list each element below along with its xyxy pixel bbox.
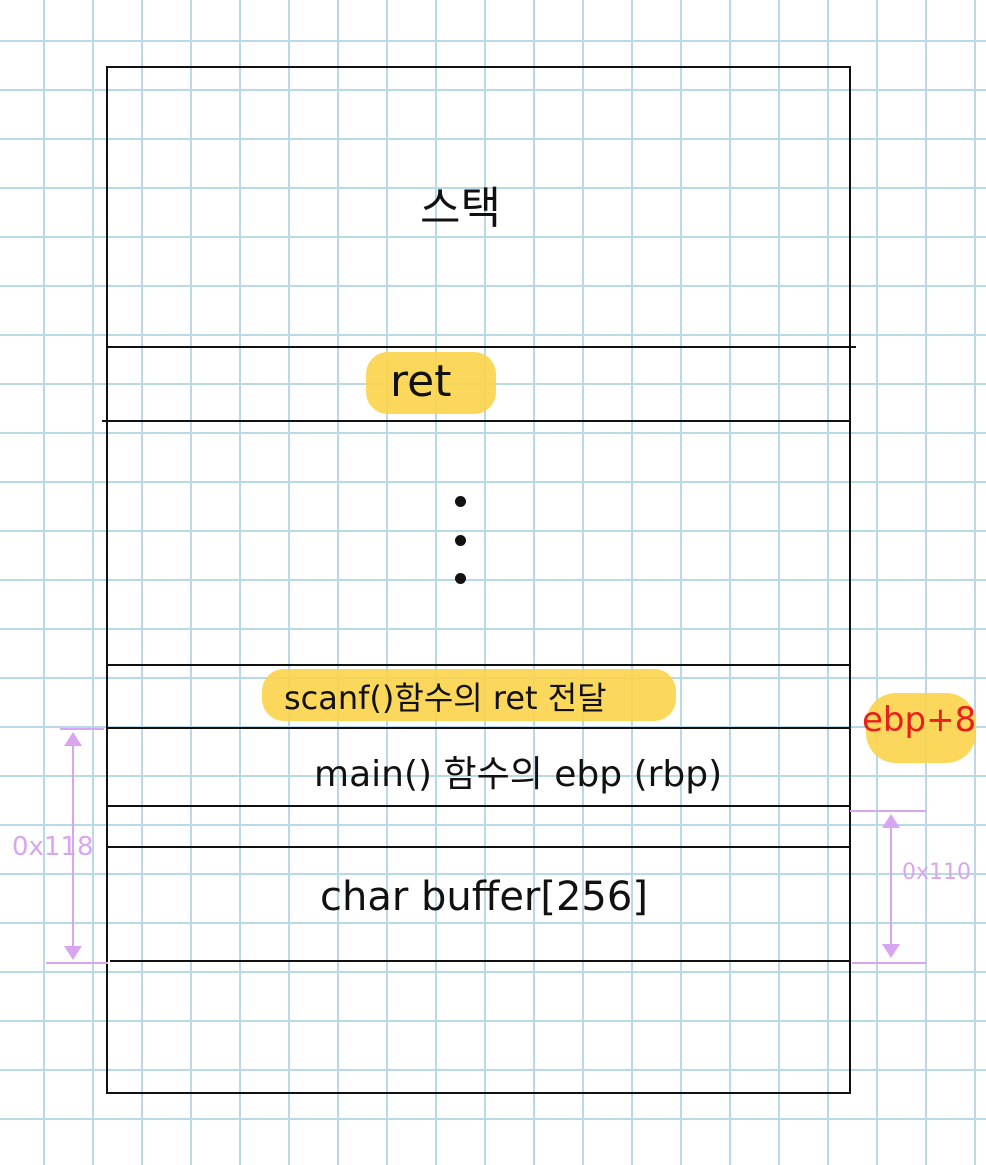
left-measure-line <box>72 744 74 948</box>
left-size-label: 0x118 <box>12 832 94 862</box>
ellipsis-dot-2 <box>455 535 466 546</box>
right-measure-top-tick <box>850 810 926 812</box>
ellipsis-dot-3 <box>455 573 466 584</box>
left-measure-arrow-up-icon <box>64 732 82 746</box>
stack-title: 스택 <box>420 183 501 234</box>
left-measure-arrow-down-icon <box>64 946 82 960</box>
ebp-offset-highlight <box>866 693 976 763</box>
right-measure-line <box>890 826 892 946</box>
right-measure-arrow-down-icon <box>882 944 900 958</box>
buffer-label: char buffer[256] <box>320 874 648 920</box>
separator-buffer-bottom <box>110 960 851 962</box>
main-ebp-label: main() 함수의 ebp (rbp) <box>314 754 723 795</box>
stack-frame-box <box>106 66 851 1094</box>
ret-label: ret <box>390 356 452 407</box>
scanf-ret-highlight <box>262 669 676 721</box>
ret-highlight <box>366 352 496 414</box>
right-measure-arrow-up-icon <box>882 814 900 828</box>
ebp-offset-label: ebp+8 <box>862 700 977 740</box>
separator-ret-bottom <box>102 420 851 422</box>
separator-scanf-bottom <box>106 727 851 729</box>
separator-scanf-top <box>108 664 849 666</box>
separator-ret-top <box>106 346 856 348</box>
right-measure-bottom-tick <box>852 962 926 964</box>
separator-ebp-bottom <box>106 805 851 807</box>
scanf-ret-label: scanf()함수의 ret 전달 <box>284 679 607 717</box>
left-measure-top-tick <box>60 728 104 730</box>
right-size-label: 0x110 <box>902 860 972 885</box>
left-measure-bottom-tick <box>46 962 108 964</box>
ellipsis-dot-1 <box>455 496 466 507</box>
separator-buffer-top <box>106 846 851 848</box>
